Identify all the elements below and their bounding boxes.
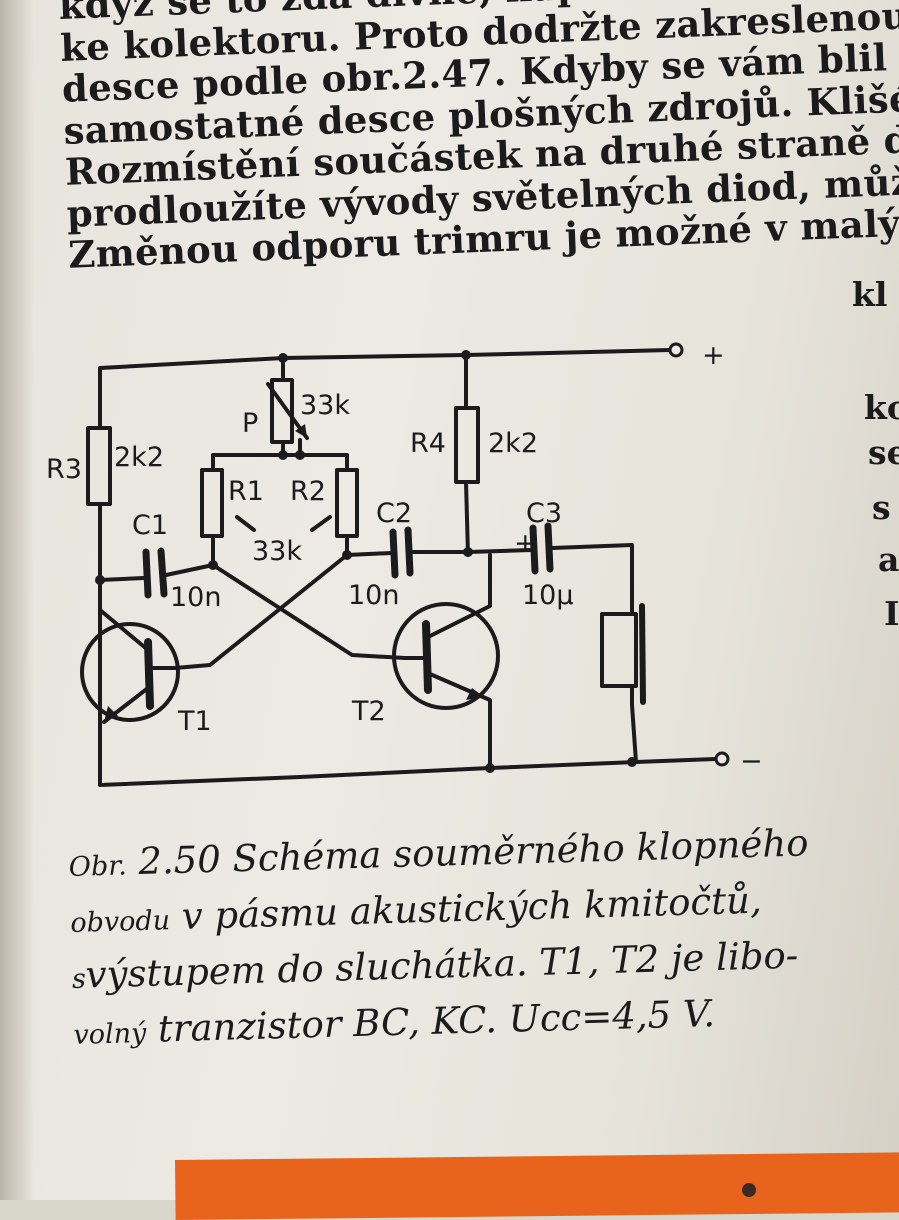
r4-body bbox=[454, 406, 480, 484]
caption-prefix: s bbox=[71, 963, 87, 995]
figure-caption: Obr. 2.50 Schéma souměrného klopného obv… bbox=[68, 815, 894, 1062]
c3-plate-b bbox=[544, 522, 554, 573]
caption-prefix: obvodu bbox=[69, 905, 171, 939]
page-binding-shadow bbox=[0, 0, 34, 1200]
junction-dot bbox=[278, 450, 288, 460]
junction-dot bbox=[95, 575, 105, 585]
orange-strip-dot bbox=[742, 1183, 756, 1197]
junction-dot bbox=[342, 550, 352, 560]
t1-label: T1 bbox=[177, 706, 212, 737]
c3-value: 10µ bbox=[522, 580, 574, 611]
earphone-plate bbox=[639, 603, 646, 705]
minus-label: − bbox=[740, 746, 763, 777]
caption-text: tranzistor BC, KC. Ucc=4,5 V. bbox=[145, 992, 716, 1051]
c2-plate-a bbox=[389, 528, 399, 579]
r4-wire-bottom bbox=[464, 480, 470, 557]
margin-word: se bbox=[868, 433, 899, 472]
c3-plate-a bbox=[529, 524, 539, 575]
orange-page-strip bbox=[175, 1152, 899, 1220]
r3-label: R3 bbox=[46, 454, 82, 485]
cross-wire-a bbox=[211, 563, 407, 660]
c3-label: C3 bbox=[526, 498, 562, 529]
t1-emitter-arrow bbox=[104, 706, 118, 722]
r1-body bbox=[200, 468, 224, 538]
caption-prefix: volný bbox=[73, 1017, 147, 1051]
t2-emitter bbox=[428, 672, 492, 770]
margin-word: ko bbox=[864, 388, 899, 427]
earphone-wire bbox=[630, 684, 638, 764]
positive-terminal bbox=[668, 342, 684, 358]
trimmer-arrowhead bbox=[295, 424, 307, 438]
c2-label: C2 bbox=[376, 498, 412, 529]
junction-dot bbox=[463, 547, 473, 557]
r2-label: R2 bbox=[290, 476, 326, 507]
c1-value: 10n bbox=[170, 582, 221, 613]
t2-collector bbox=[428, 553, 492, 638]
r4-value: 2k2 bbox=[488, 428, 538, 459]
t2-label: T2 bbox=[351, 696, 386, 727]
r3-body bbox=[86, 426, 112, 506]
t2-circle bbox=[392, 602, 500, 710]
cross-wire-b bbox=[173, 553, 349, 670]
caption-prefix: Obr. bbox=[68, 850, 128, 883]
c2-value: 10n bbox=[348, 580, 399, 611]
t1-collector bbox=[98, 608, 150, 652]
ground-rail bbox=[98, 638, 717, 787]
c3-polarity-label: + bbox=[514, 528, 537, 559]
junction-dot bbox=[295, 450, 305, 460]
c2-plate-b bbox=[404, 526, 414, 577]
junction-dot bbox=[461, 350, 471, 360]
t1-base bbox=[144, 638, 154, 710]
c1-wire bbox=[98, 563, 215, 582]
r1-label: R1 bbox=[228, 476, 264, 507]
r4-label: R4 bbox=[410, 428, 446, 459]
trimmer-value: 33k bbox=[300, 390, 350, 421]
r2-body bbox=[335, 468, 359, 538]
r2-leader bbox=[310, 515, 332, 532]
t1-circle bbox=[80, 622, 180, 722]
c1-label: C1 bbox=[132, 510, 168, 541]
junction-dot bbox=[278, 353, 288, 363]
r1-r2-value: 33k bbox=[252, 536, 302, 567]
earphone-body bbox=[600, 612, 638, 688]
c1-plate-a bbox=[142, 548, 152, 599]
c1-plate-b bbox=[157, 547, 168, 598]
r3-value: 2k2 bbox=[114, 442, 164, 473]
junction-dot bbox=[485, 763, 495, 773]
c3-wire bbox=[466, 543, 634, 614]
t2-emitter-arrow bbox=[466, 688, 484, 700]
junction-dot bbox=[208, 560, 218, 570]
margin-word: kl bbox=[852, 275, 888, 314]
margin-word: s bbox=[872, 488, 891, 527]
positive-rail bbox=[98, 348, 672, 430]
trimmer-label: P bbox=[242, 408, 258, 439]
negative-terminal bbox=[714, 751, 730, 767]
c2-wire bbox=[345, 550, 470, 557]
plus-label: + bbox=[702, 340, 725, 371]
margin-word: a bbox=[878, 540, 899, 579]
r1-leader bbox=[235, 515, 256, 532]
margin-word: I bbox=[884, 594, 899, 633]
junction-dot bbox=[627, 757, 637, 767]
